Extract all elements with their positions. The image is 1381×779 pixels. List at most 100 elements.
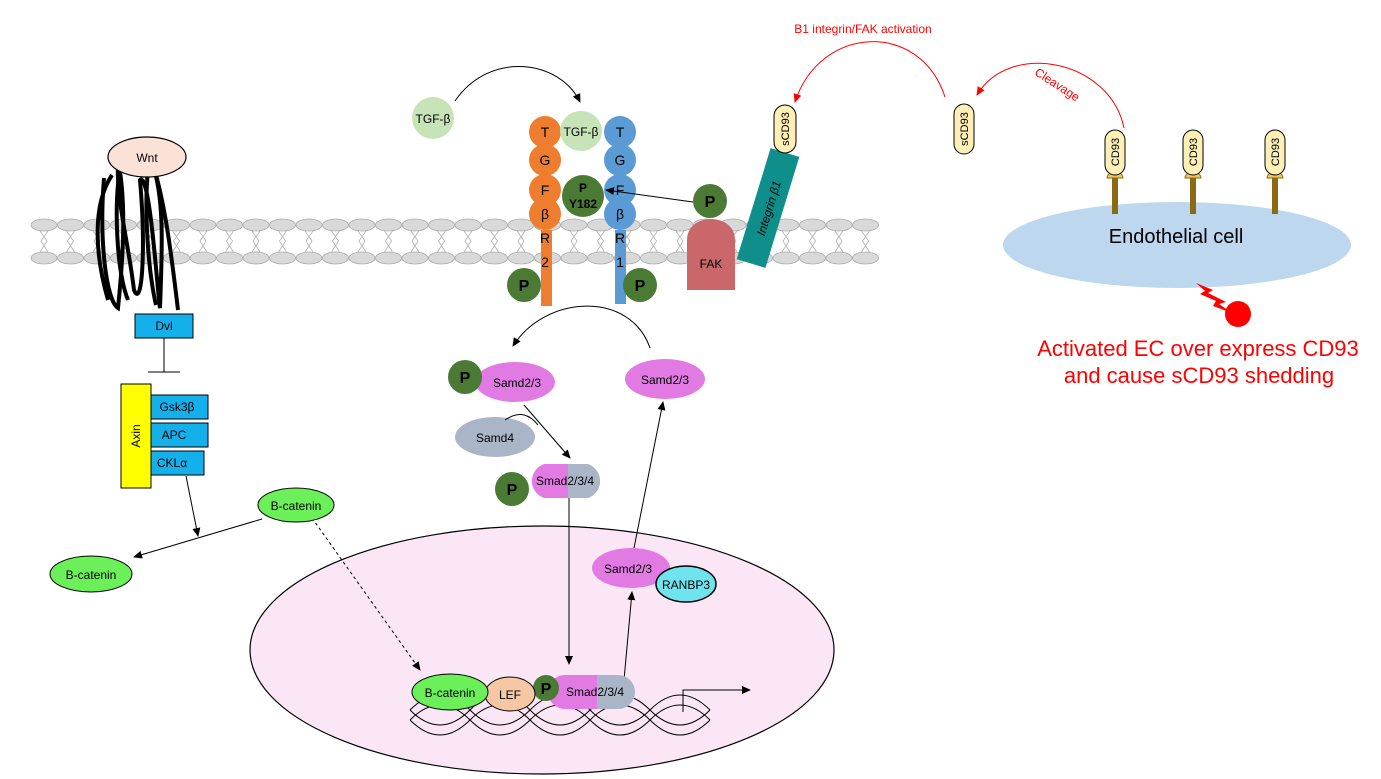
tgfbr1-stalk <box>615 230 626 304</box>
lipid-head-top <box>295 218 323 232</box>
bcatenin-degradation-arrow <box>133 518 263 559</box>
tgfbr2-domain <box>529 198 561 230</box>
cd93-receptor <box>1182 129 1204 176</box>
lipid-tail <box>304 230 314 253</box>
lipid-tail <box>490 230 499 253</box>
lipid-head-bottom <box>295 251 323 265</box>
lipid-tail <box>225 230 234 253</box>
lipid-tail <box>172 230 181 253</box>
lipid-head-bottom <box>216 251 243 265</box>
smad234-cyto-p-label: P <box>507 482 518 499</box>
lipid-head-top <box>640 218 667 232</box>
samd23-nucleus-label: Samd2/3 <box>604 562 652 576</box>
samd4-label: Samd4 <box>476 431 514 445</box>
tgfbr1-domain <box>604 198 636 230</box>
bcatenin-free-label: B-catenin <box>66 568 117 582</box>
lipid-head-bottom <box>587 251 614 265</box>
smad234-cyto-label: Smad2/3/4 <box>536 474 594 488</box>
tgfbr2-phospho <box>507 268 541 302</box>
axin-box <box>120 383 152 489</box>
cd93-label: CD93 <box>1188 138 1200 166</box>
tgfbr1-domain <box>604 174 636 206</box>
lipid-tail <box>39 230 49 253</box>
tgfbr1-phospho <box>623 268 657 302</box>
phospho-y182-p: P <box>579 181 587 195</box>
tgfbr2-letter: 2 <box>541 254 549 270</box>
lipid-head-top <box>454 218 482 232</box>
scd93-free <box>953 103 975 155</box>
bcatenin-free <box>49 555 133 593</box>
cd93-label: CD93 <box>1270 138 1282 166</box>
cd93-receptor <box>1104 129 1126 176</box>
lipid-tail <box>331 230 340 253</box>
tgfb-binding-arrow <box>454 66 581 103</box>
nuclear-export-arrow <box>633 401 666 549</box>
lipid-tail <box>781 230 791 253</box>
bcatenin-cytoplasm-label: B-catenin <box>271 499 322 513</box>
lipid-head-top <box>852 218 879 232</box>
samd23-phospho-p <box>448 360 482 394</box>
tgfbr2-letter: β <box>541 206 549 222</box>
cd93-receptor <box>1264 129 1286 176</box>
smad234-nuc-p <box>533 675 559 701</box>
cd93-stalk <box>1190 174 1196 214</box>
lipid-head-top <box>481 218 508 232</box>
tgfbr2-stalk <box>541 230 552 306</box>
lipid-head-top <box>428 218 455 232</box>
lipid-head-top <box>560 218 588 232</box>
samd23-phospho-p-label: P <box>460 370 471 387</box>
smad234-nuc-p-label: P <box>541 681 552 698</box>
tgfbr2-letter: T <box>541 124 550 140</box>
lipid-head-bottom <box>163 251 190 265</box>
gsk3b-label: Gsk3β <box>160 400 195 414</box>
tgfbr2-domain <box>529 144 561 176</box>
lipid-tail <box>675 230 685 253</box>
gsk3b-box <box>150 394 209 420</box>
lipid-head-bottom <box>242 251 270 265</box>
lipid-head-bottom <box>481 251 508 265</box>
note-line-2: and cause sCD93 shedding <box>1064 363 1334 388</box>
wnt-ligand <box>107 136 187 178</box>
tgfbr1-domain <box>604 144 636 176</box>
cleavage-arrow <box>976 62 1125 129</box>
ranbp3 <box>655 565 717 603</box>
lipid-head-top <box>30 218 58 232</box>
lipid-tail <box>251 230 261 253</box>
lipid-head-top <box>375 218 402 232</box>
lipid-tail <box>384 230 393 253</box>
lipid-head-bottom <box>852 251 879 265</box>
b1-activation-arrow <box>793 41 946 103</box>
lipid-head-top <box>799 218 826 232</box>
tgfbr1-letter: β <box>616 206 624 222</box>
tgfbr1-domain <box>604 116 636 148</box>
tgfb-free-label: TGF-β <box>416 112 451 126</box>
ckla-box <box>150 450 205 476</box>
smad234-nuc-right <box>597 675 635 709</box>
smad234-cyto-left <box>531 464 568 498</box>
samd23-cyto-right <box>625 359 705 399</box>
wnt-label: Wnt <box>136 151 158 165</box>
samd23-right-label: Samd2/3 <box>641 373 689 387</box>
lipid-head-top <box>825 218 853 232</box>
scd93-bound-label: sCD93 <box>780 112 792 146</box>
samd4-join-arrow <box>504 414 539 426</box>
apc-label: APC <box>162 428 187 442</box>
tgfbr1-letter: F <box>616 182 625 198</box>
transcription-start-arrow <box>682 686 751 712</box>
phospho-y182 <box>562 175 604 217</box>
endothelial-cell <box>1003 202 1351 288</box>
smad234-cyto-right <box>568 464 601 498</box>
bcatenin-cytoplasm <box>257 487 335 523</box>
b1-activation-label: B1 integrin/FAK activation <box>794 22 931 36</box>
tgfbr2-phospho-label: P <box>519 278 530 295</box>
samd23-phospho <box>475 362 555 402</box>
bcatenin-nucleus <box>411 673 489 711</box>
samd23-to-complex-arrow <box>523 404 571 459</box>
lipid-head-bottom <box>772 251 800 265</box>
lipid-head-bottom <box>57 251 84 265</box>
samd23-phospho-label: Samd2/3 <box>493 376 541 390</box>
dvl-box <box>134 313 194 339</box>
apc-box <box>150 422 209 448</box>
